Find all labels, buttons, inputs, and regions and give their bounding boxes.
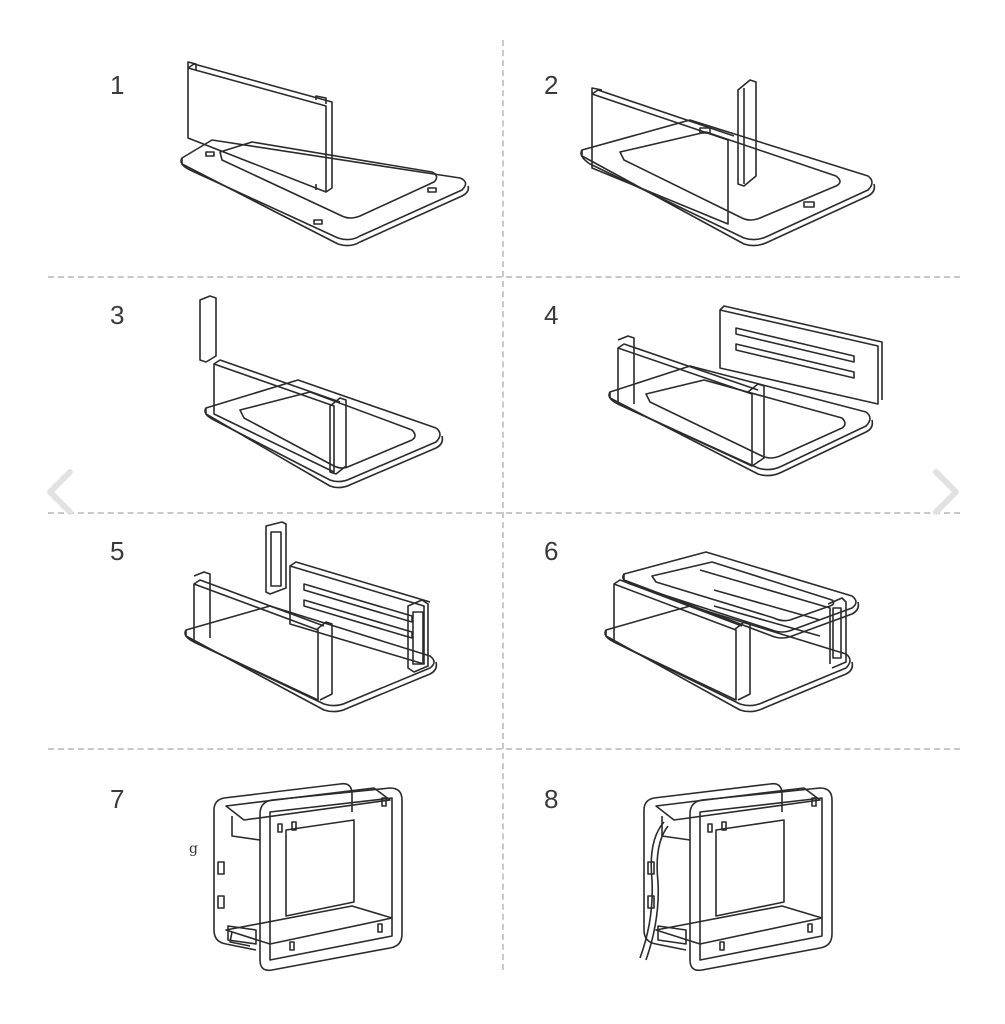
chevron-right-icon[interactable] xyxy=(926,468,966,516)
horizontal-divider-1 xyxy=(48,276,960,278)
horizontal-divider-3 xyxy=(48,748,960,750)
step-2-number: 2 xyxy=(544,70,559,100)
step-3-number: 3 xyxy=(110,300,125,330)
step-5-number: 5 xyxy=(110,536,125,566)
step-7-number: 7 xyxy=(110,784,125,814)
step-4-number: 4 xyxy=(544,300,559,330)
step-1-number: 1 xyxy=(110,70,125,100)
vertical-divider xyxy=(502,40,504,970)
stray-mark: g xyxy=(189,841,198,857)
horizontal-divider-2 xyxy=(48,512,960,514)
step-8-number: 8 xyxy=(544,784,559,814)
step-6-number: 6 xyxy=(544,536,559,566)
chevron-left-icon[interactable] xyxy=(40,468,80,516)
